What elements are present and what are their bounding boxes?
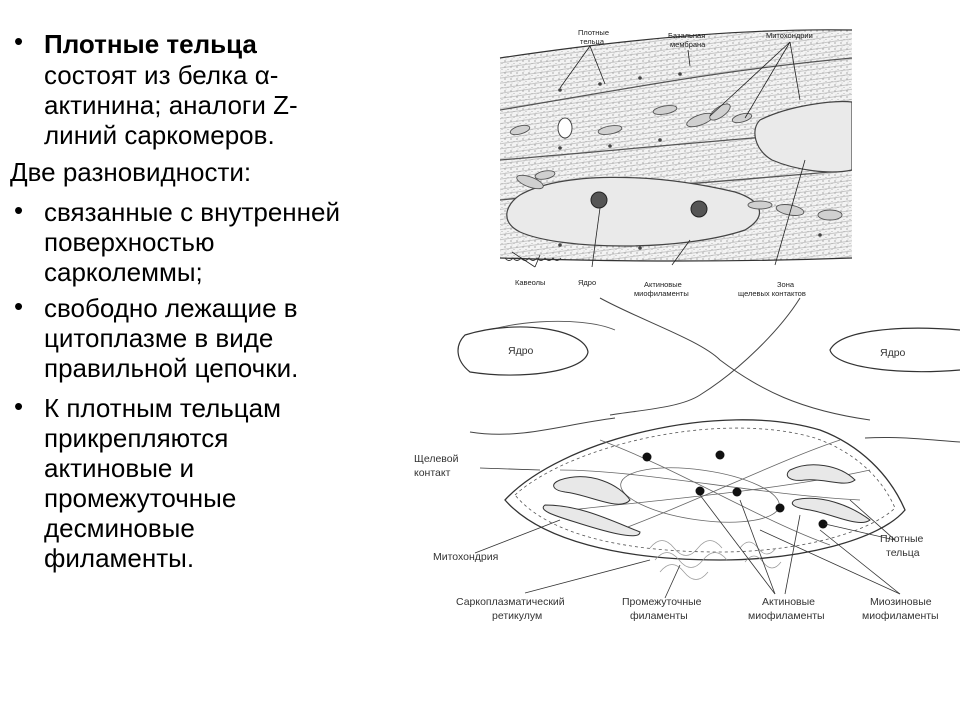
bullet-icon: • — [14, 291, 24, 321]
label-sarcoplasmic-reticulum: Саркоплазматический — [456, 596, 565, 608]
label-gap-junction-2: контакт — [414, 467, 451, 479]
label-sarcoplasmic-reticulum-2: ретикулум — [492, 610, 542, 622]
label-actin-bottom-2: миофиламенты — [748, 610, 825, 622]
label-intermediate-filaments: Промежуточные — [622, 596, 702, 608]
label-gap-zone-2: щелевых контактов — [738, 289, 806, 298]
text-line: десминовые — [44, 513, 195, 543]
dense-bodies-heading: Плотные тельца — [44, 29, 257, 59]
bullet-icon: • — [14, 391, 24, 421]
text-line: линий саркомеров. — [44, 120, 275, 150]
label-dense-bodies-top: Плотные — [578, 28, 609, 37]
micrograph-figure: Плотные тельца Базальная мембрана Митохо… — [499, 28, 853, 298]
label-actin-top: Актиновые — [644, 280, 682, 289]
label-basal-membrane-2: мембрана — [670, 40, 706, 49]
label-dense-bodies-top-2: тельца — [580, 37, 605, 46]
bullet-icon: • — [14, 26, 24, 56]
text-line: промежуточные — [44, 483, 237, 513]
label-actin-bottom: Актиновые — [762, 596, 815, 608]
text-line: прикрепляются — [44, 423, 229, 453]
text-line: состоят из белка α- — [44, 60, 279, 90]
label-nucleus-top: Ядро — [578, 278, 596, 287]
schematic-figure: Ядро Ядро Щелевой контакт Плотные тельца… — [414, 297, 960, 622]
label-nucleus-right: Ядро — [880, 347, 906, 359]
label-myosin: Миозиновые — [870, 596, 932, 608]
text-line: актинина; аналоги Z- — [44, 90, 298, 120]
label-caveolae: Кавеолы — [515, 278, 545, 287]
text-line: связанные с внутренней — [44, 197, 340, 227]
text-line: филаменты. — [44, 543, 195, 573]
label-mitochondrion: Митохондрия — [433, 551, 498, 563]
text-line: свободно лежащие в — [44, 293, 298, 323]
label-actin-top-2: миофиламенты — [634, 289, 689, 298]
text-line: поверхностью — [44, 227, 215, 257]
label-myosin-2: миофиламенты — [862, 610, 939, 622]
label-dense-bodies-bottom: Плотные — [880, 533, 924, 545]
text-line: К плотным тельцам — [44, 393, 282, 423]
label-intermediate-filaments-2: филаменты — [630, 610, 688, 622]
text-line: цитоплазме в виде — [44, 323, 274, 353]
text-line: сарколеммы; — [44, 257, 203, 287]
varieties-intro: Две разновидности: — [10, 157, 252, 187]
label-gap-junction: Щелевой — [414, 453, 459, 465]
label-gap-zone: Зона — [777, 280, 795, 289]
label-basal-membrane: Базальная — [668, 31, 705, 40]
text-line: правильной цепочки. — [44, 353, 299, 383]
text-line: актиновые и — [44, 453, 195, 483]
label-nucleus-left: Ядро — [508, 345, 534, 357]
bullet-icon: • — [14, 195, 24, 225]
label-mitochondria-top: Митохондрии — [766, 31, 813, 40]
label-dense-bodies-bottom-2: тельца — [886, 547, 920, 559]
